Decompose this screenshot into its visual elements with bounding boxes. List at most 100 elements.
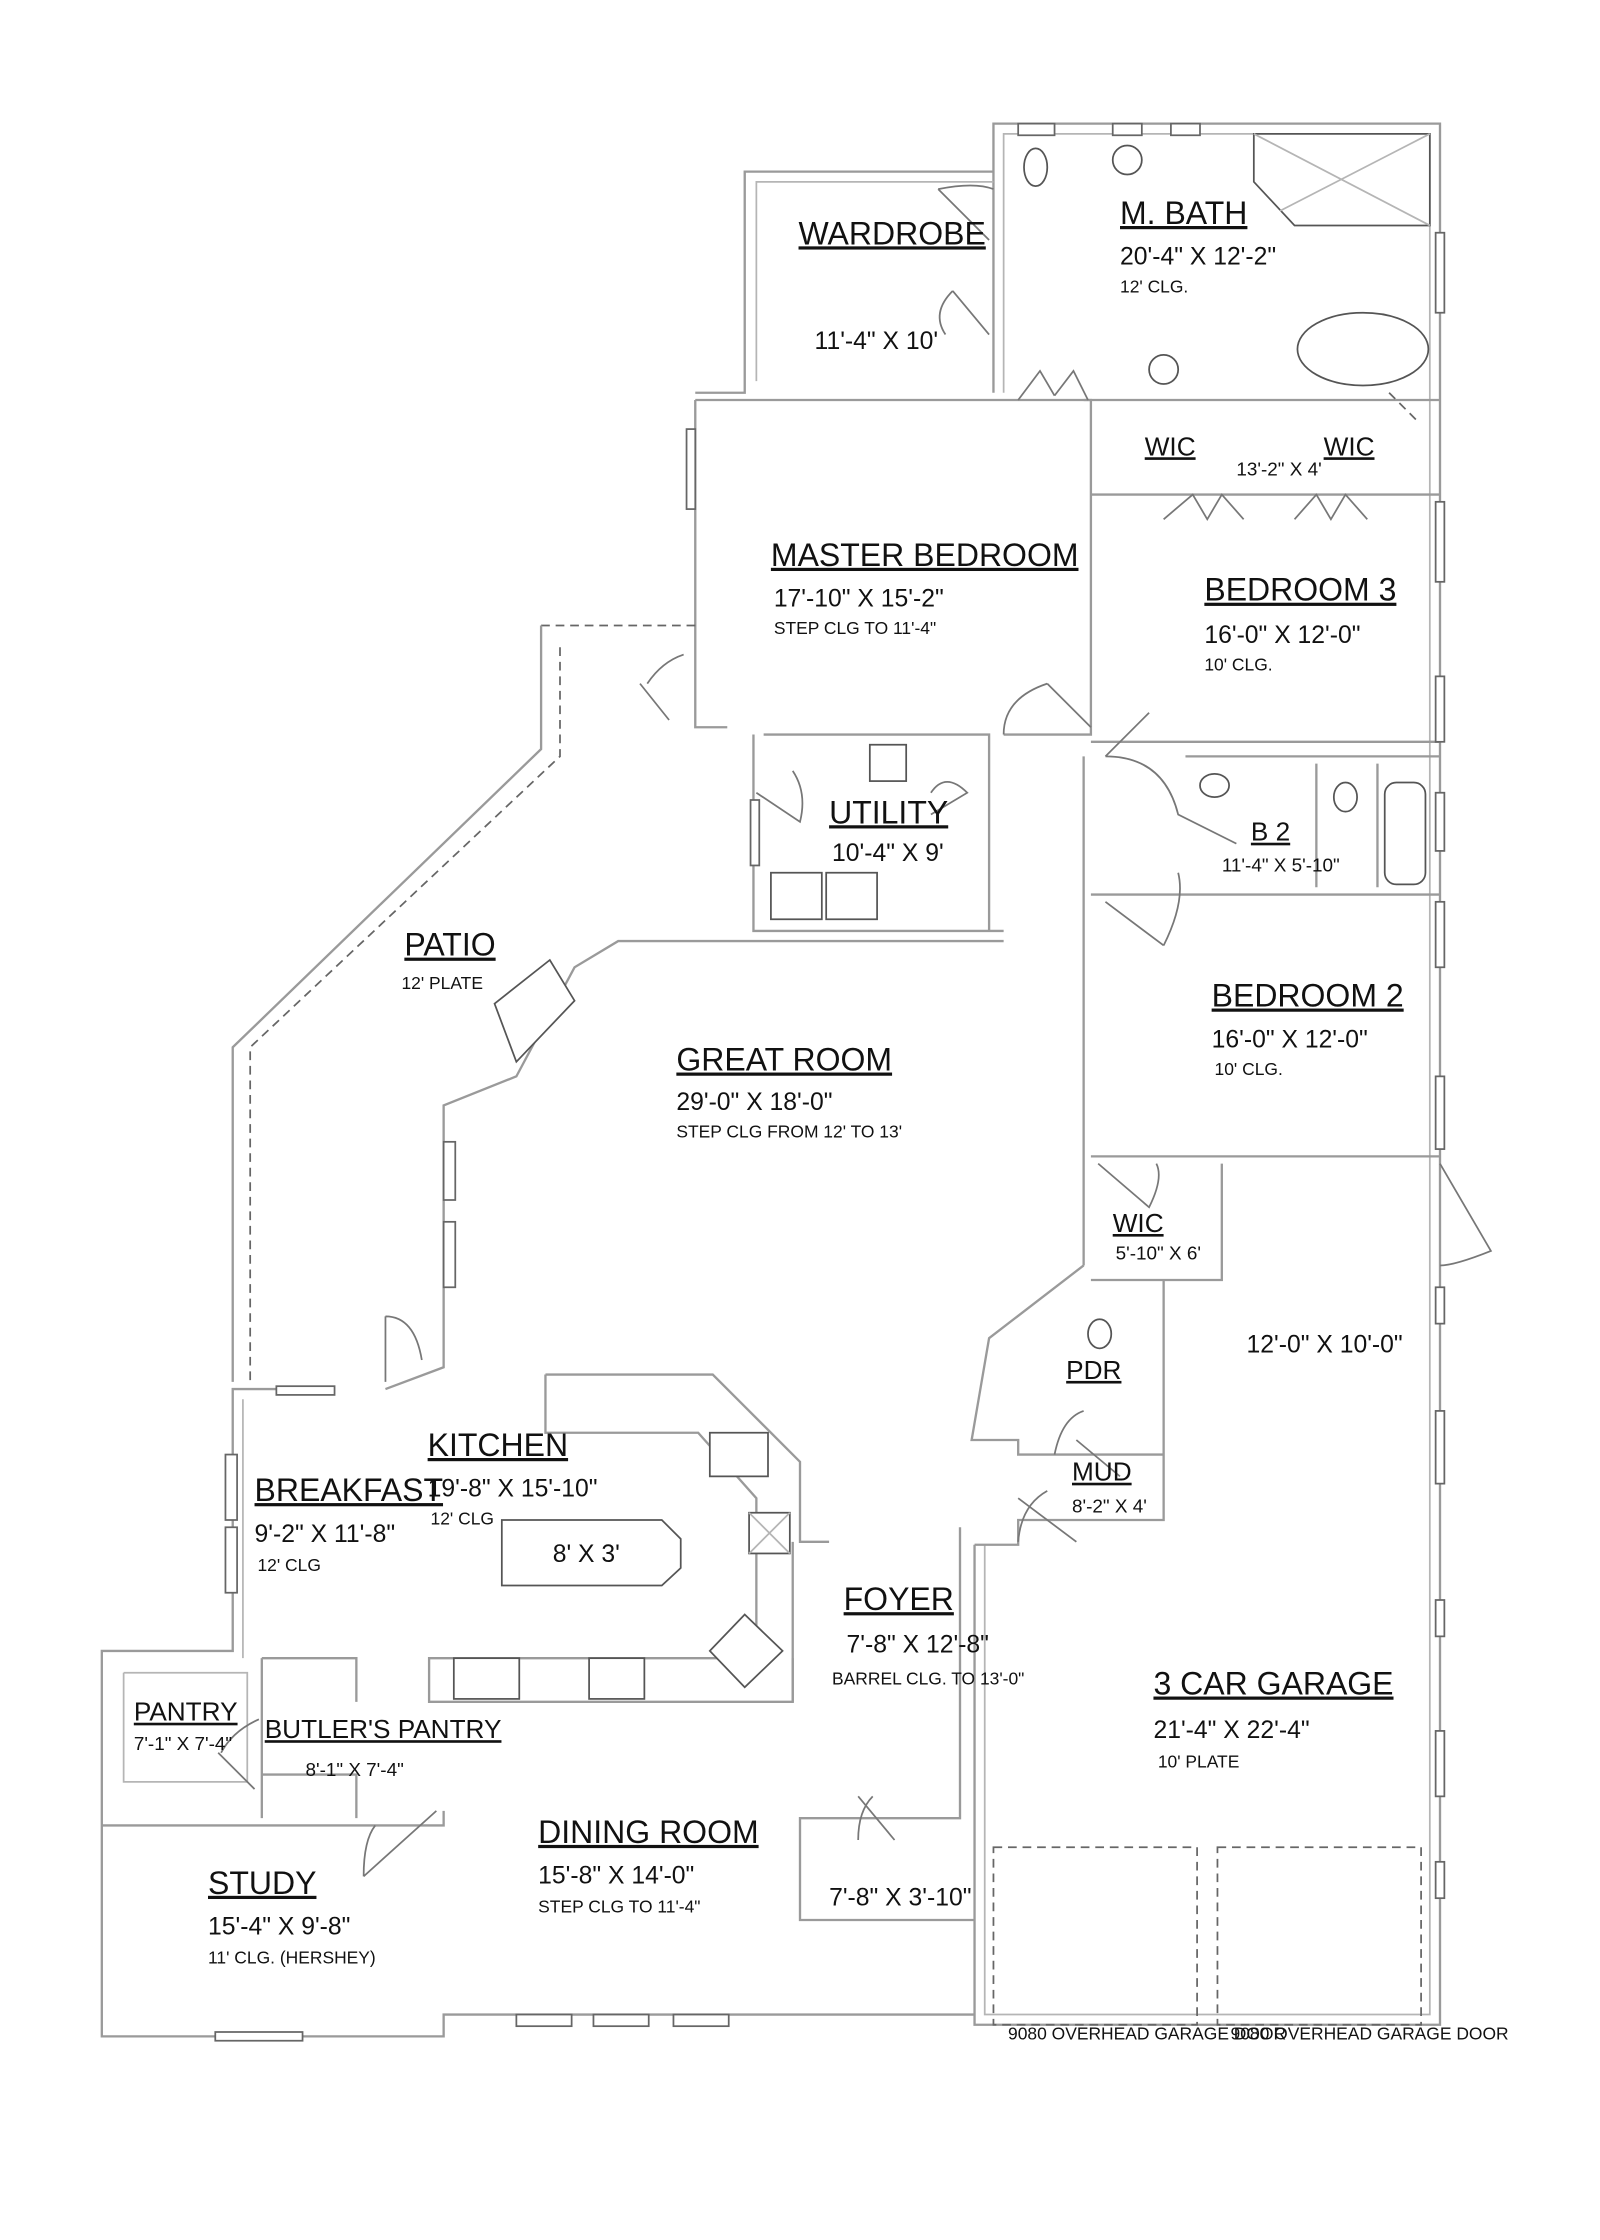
garage-door-2 <box>1216 1846 1422 2026</box>
svg-text:15'-4" X 9'-8": 15'-4" X 9'-8" <box>208 1914 350 1941</box>
garage-door-1-label: 9080 OVERHEAD GARAGE DOOR <box>1008 2023 1286 2043</box>
oven-icon <box>452 1657 521 1700</box>
room-pdr: PDR <box>1066 1355 1121 1385</box>
svg-text:12' CLG: 12' CLG <box>257 1555 320 1575</box>
svg-text:BEDROOM 2: BEDROOM 2 <box>1212 978 1404 1014</box>
pantry-cabinet-icon <box>708 1613 784 1689</box>
room-wardrobe: WARDROBE 11'-4" X 10' <box>799 215 986 355</box>
toilet-icon <box>1023 147 1049 188</box>
svg-text:9'-2" X 11'-8": 9'-2" X 11'-8" <box>255 1521 396 1548</box>
bathtub-icon <box>1296 311 1430 387</box>
kitchen-island <box>500 1519 682 1587</box>
svg-text:PATIO: PATIO <box>404 927 495 963</box>
dryer-icon <box>825 871 878 921</box>
room-dining-room: DINING ROOM 15'-8" X 14'-0" STEP CLG TO … <box>538 1814 758 1917</box>
svg-text:10' PLATE: 10' PLATE <box>1158 1751 1240 1771</box>
svg-text:8'-1" X 7'-4": 8'-1" X 7'-4" <box>305 1760 403 1781</box>
svg-text:PDR: PDR <box>1066 1355 1121 1385</box>
room-wic-3: WIC 5'-10" X 6' <box>1113 1208 1201 1265</box>
svg-text:11'-4" X 5'-10": 11'-4" X 5'-10" <box>1222 855 1340 876</box>
toilet-icon <box>1332 781 1358 813</box>
svg-text:12' CLG: 12' CLG <box>431 1508 494 1528</box>
entry-closet-size-label: 7'-8" X 3'-10" <box>829 1884 971 1911</box>
sink-icon <box>1199 772 1230 798</box>
svg-text:17'-10" X 15'-2": 17'-10" X 15'-2" <box>774 586 944 613</box>
svg-text:WIC: WIC <box>1113 1208 1164 1238</box>
room-bedroom-3: BEDROOM 3 16'-0" X 12'-0" 10' CLG. <box>1204 572 1396 675</box>
garage-door-1 <box>992 1846 1198 2026</box>
room-master-bath: M. BATH 20'-4" X 12'-2" 12' CLG. <box>1120 195 1276 296</box>
svg-text:16'-0" X 12'-0": 16'-0" X 12'-0" <box>1212 1026 1368 1053</box>
room-patio: PATIO 12' PLATE <box>401 927 495 993</box>
garage-bay-size-label: 12'-0" X 10'-0" <box>1247 1332 1403 1359</box>
svg-text:12' CLG.: 12' CLG. <box>1120 276 1188 296</box>
walls <box>100 122 1442 2038</box>
toilet-icon <box>1087 1318 1113 1350</box>
svg-text:PANTRY: PANTRY <box>134 1697 238 1727</box>
kitchen-sink-icon <box>708 1431 769 1478</box>
svg-text:13'-2" X 4': 13'-2" X 4' <box>1236 460 1321 481</box>
room-wic-2: WIC 13'-2" X 4' <box>1236 431 1374 480</box>
svg-text:STEP CLG FROM 12' TO 13': STEP CLG FROM 12' TO 13' <box>676 1121 902 1141</box>
room-great-room: GREAT ROOM 29'-0" X 18'-0" STEP CLG FROM… <box>676 1042 902 1142</box>
svg-text:STUDY: STUDY <box>208 1865 316 1901</box>
svg-text:29'-0" X 18'-0": 29'-0" X 18'-0" <box>676 1089 832 1116</box>
svg-text:19'-8" X 15'-10": 19'-8" X 15'-10" <box>428 1476 598 1503</box>
room-mud: MUD 8'-2" X 4' <box>1072 1457 1147 1518</box>
room-butlers-pantry: BUTLER'S PANTRY 8'-1" X 7'-4" <box>265 1714 502 1781</box>
room-master-bedroom: MASTER BEDROOM 17'-10" X 15'-2" STEP CLG… <box>771 537 1079 638</box>
room-pantry: PANTRY 7'-1" X 7'-4" <box>134 1697 238 1755</box>
svg-text:WIC: WIC <box>1324 431 1375 461</box>
room-kitchen: KITCHEN 19'-8" X 15'-10" 12' CLG <box>428 1427 598 1528</box>
svg-text:10'-4" X 9': 10'-4" X 9' <box>832 840 944 867</box>
room-b2: B 2 11'-4" X 5'-10" <box>1222 817 1340 877</box>
svg-text:M. BATH: M. BATH <box>1120 195 1247 231</box>
room-utility: UTILITY 10'-4" X 9' <box>829 794 948 867</box>
svg-text:WIC: WIC <box>1145 431 1196 461</box>
svg-text:16'-0" X 12'-0": 16'-0" X 12'-0" <box>1204 622 1360 649</box>
svg-text:GREAT ROOM: GREAT ROOM <box>676 1042 892 1078</box>
svg-text:21'-4" X 22'-4": 21'-4" X 22'-4" <box>1153 1717 1309 1744</box>
svg-text:STEP CLG TO 11'-4": STEP CLG TO 11'-4" <box>538 1897 700 1917</box>
svg-text:WARDROBE: WARDROBE <box>799 215 986 251</box>
svg-text:B 2: B 2 <box>1251 817 1290 847</box>
svg-text:15'-8" X 14'-0": 15'-8" X 14'-0" <box>538 1863 694 1890</box>
svg-text:UTILITY: UTILITY <box>829 794 948 830</box>
fireplace-icon <box>493 958 576 1064</box>
room-foyer: FOYER 7'-8" X 12'-8" BARREL CLG. TO 13'-… <box>832 1581 1024 1688</box>
doors <box>217 184 1493 1878</box>
svg-text:5'-10" X 6': 5'-10" X 6' <box>1116 1244 1201 1265</box>
windows <box>214 122 1446 2042</box>
room-3-car-garage: 3 CAR GARAGE 21'-4" X 22'-4" 10' PLATE <box>1153 1666 1393 1772</box>
svg-text:7'-1" X 7'-4": 7'-1" X 7'-4" <box>134 1734 232 1755</box>
svg-text:BARREL CLG. TO 13'-0": BARREL CLG. TO 13'-0" <box>832 1668 1024 1688</box>
svg-text:10' CLG.: 10' CLG. <box>1215 1059 1283 1079</box>
svg-text:BEDROOM 3: BEDROOM 3 <box>1204 572 1396 608</box>
sink-icon <box>1148 354 1180 385</box>
svg-text:KITCHEN: KITCHEN <box>428 1427 568 1463</box>
cooktop-icon <box>588 1657 646 1700</box>
svg-text:3 CAR GARAGE: 3 CAR GARAGE <box>1153 1666 1393 1702</box>
room-labels: WARDROBE 11'-4" X 10' M. BATH 20'-4" X 1… <box>134 195 1509 2043</box>
room-wic-1: WIC <box>1145 431 1196 461</box>
svg-text:8'-2" X 4': 8'-2" X 4' <box>1072 1497 1147 1518</box>
svg-text:BREAKFAST: BREAKFAST <box>255 1472 443 1508</box>
svg-text:STEP CLG TO 11'-4": STEP CLG TO 11'-4" <box>774 618 936 638</box>
island-size-label: 8' X 3' <box>553 1541 620 1568</box>
washer-icon <box>770 871 823 921</box>
sink-icon <box>1111 144 1143 176</box>
bathtub-icon <box>1383 781 1427 886</box>
garage-door-2-label: 9080 OVERHEAD GARAGE DOOR <box>1231 2023 1509 2043</box>
svg-text:FOYER: FOYER <box>844 1581 954 1617</box>
room-breakfast: BREAKFAST 9'-2" X 11'-8" 12' CLG <box>255 1472 443 1575</box>
svg-text:DINING ROOM: DINING ROOM <box>538 1814 758 1850</box>
room-bedroom-2: BEDROOM 2 16'-0" X 12'-0" 10' CLG. <box>1212 978 1404 1079</box>
svg-text:11'-4" X 10': 11'-4" X 10' <box>815 328 939 355</box>
svg-text:12' PLATE: 12' PLATE <box>401 973 483 993</box>
svg-text:10' CLG.: 10' CLG. <box>1204 655 1272 675</box>
fixtures <box>452 132 1431 2026</box>
svg-text:11' CLG. (HERSHEY): 11' CLG. (HERSHEY) <box>208 1948 376 1968</box>
utility-sink-icon <box>868 743 908 782</box>
svg-text:20'-4" X 12'-2": 20'-4" X 12'-2" <box>1120 244 1276 271</box>
